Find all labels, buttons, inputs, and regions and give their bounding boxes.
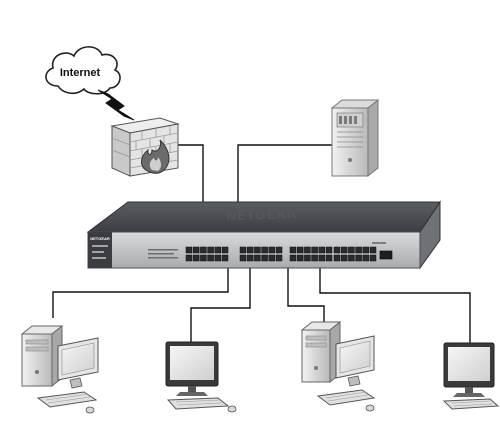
rj45-port [246,254,254,262]
rj45-port [311,254,318,262]
rj45-port [318,254,326,262]
desktop-pc-icon [300,320,376,412]
rj45-port [221,246,229,254]
rj45-port [268,246,276,254]
rj45-port [369,246,377,254]
rj45-port [200,246,207,254]
rj45-port [318,246,326,254]
rj45-port [275,246,283,254]
rj45-port [333,254,341,262]
rj45-port [355,254,362,262]
status-led [372,242,386,244]
rj45-port [254,246,261,254]
lightning-bolt-icon [97,89,135,121]
switch-top-brand: NETGEAR [226,206,297,223]
rj45-port [261,246,268,254]
rj45-port [239,254,247,262]
rj45-port [239,246,247,254]
rj45-port [311,246,318,254]
link-switch-client-4 [319,260,471,343]
monitor-workstation-icon [165,341,237,413]
rj45-port [362,246,370,254]
firewall-icon [110,117,180,177]
rj45-port [362,254,370,262]
rj45-port [246,246,254,254]
rj45-port [355,246,362,254]
link-switch-client-1 [52,260,229,318]
rj45-port [296,254,304,262]
rj45-port [221,254,229,262]
rj45-port [261,254,268,262]
rj45-port [254,254,261,262]
rj45-port [200,254,207,262]
rj45-port [325,254,333,262]
rj45-port [340,254,348,262]
rj45-port [192,254,200,262]
rj45-port [207,254,214,262]
rj45-port [275,254,283,262]
rj45-port [268,254,276,262]
rj45-port [340,246,348,254]
server-tower-icon [330,98,380,178]
rj45-port [296,246,304,254]
link-switch-client-2 [190,260,251,342]
rj45-port [369,254,377,262]
rj45-port [207,246,214,254]
desktop-pc-icon [20,324,99,414]
rj45-port [185,246,193,254]
rj45-port [289,246,297,254]
flame-icon [141,139,170,174]
rj45-port [289,254,297,262]
switch-port-bank [185,246,377,262]
cloud-icon: Internet [45,46,121,95]
sfp-port [379,250,393,260]
cloud-label: Internet [60,67,101,79]
rj45-port [348,254,355,262]
link-switch-client-3 [287,260,325,322]
rj45-port [348,246,355,254]
rj45-port [333,246,341,254]
switch-face-brand: NETGEAR [90,236,110,241]
rj45-port [214,254,222,262]
rj45-port [185,254,193,262]
rj45-port [192,246,200,254]
rj45-port [304,246,311,254]
network-switch-icon: NETGEAR NETGEAR [86,200,441,270]
rj45-port [325,246,333,254]
rj45-port [304,254,311,262]
monitor-workstation-icon [442,342,500,410]
rj45-port [214,246,222,254]
